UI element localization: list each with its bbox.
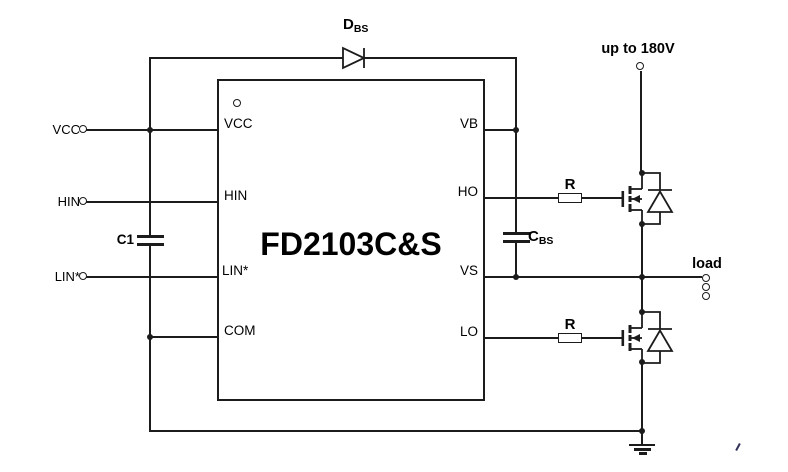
bootstrap-diode-label: DBS [343,17,368,37]
terminal-hv-supply [636,62,644,70]
stray-tick-mark [735,442,741,452]
terminal-label-vcc: VCC [52,122,80,137]
bootstrap-diode-prefix: D [343,16,354,33]
gate-resistor-high-label: R [564,176,576,193]
wire-resistor-to-gate-low [581,337,623,339]
bootstrap-cap-sub: BS [538,235,554,247]
bootstrap-cap-plate-top [503,232,530,235]
ic-pin-vcc: VCC [224,116,253,131]
wire-top-rail-right [363,57,517,59]
wire-ho-to-resistor [483,197,559,199]
junction-low-source [639,359,645,365]
terminal-label-hin: HIN [57,194,80,209]
ic-pin-com: COM [224,323,256,338]
junction-vs-output [639,274,645,280]
wire-bootstrap-vertical-upper [515,57,517,234]
wire-left-vertical-upper [149,129,151,236]
pin1-marker-icon [233,99,241,107]
terminal-lin [79,272,87,280]
ic-pin-vb: VB [459,116,478,131]
bootstrap-diode-icon [342,46,367,70]
wire-vb [483,129,516,131]
junction-vb [513,127,519,133]
input-cap-label: C1 [116,232,134,247]
input-cap-plate-top [137,235,164,238]
wire-lowside-source-vertical [641,361,643,431]
ic-pin-vs: VS [459,263,478,278]
terminal-load-1 [702,274,710,282]
bootstrap-cap-prefix: C [528,228,539,245]
mosfet-highside-icon [621,172,674,225]
bootstrap-cap-label: CBS [528,229,553,249]
wire-vs-to-load [483,276,702,278]
terminal-hin [79,197,87,205]
wire-top-rail-left [149,57,343,59]
junction-cbs-vs [513,274,519,280]
gate-resistor-low-label: R [564,316,576,333]
bootstrap-cap-plate-bottom [503,240,530,243]
ic-outline [217,79,485,401]
terminal-vcc [79,125,87,133]
terminal-load-3 [702,292,710,300]
load-label: load [692,256,722,272]
ground-icon [629,444,655,446]
junction-ground-rail [639,428,645,434]
junction-com [147,334,153,340]
wire-bootstrap-vertical-lower [515,241,517,278]
input-cap-plate-bottom [137,243,164,246]
ic-pin-ho: HO [457,184,478,199]
junction-vcc [147,127,153,133]
wire-lo-to-resistor [483,337,559,339]
wire-ground-stub [641,430,643,445]
ground-icon-bar3 [639,452,647,455]
wire-com [149,336,219,338]
junction-low-drain [639,309,645,315]
wire-top-rail-left-vertical [149,57,151,131]
gate-resistor-high [558,193,582,203]
terminal-label-lin: LIN* [54,269,80,284]
mosfet-lowside-icon [621,311,674,364]
ic-pin-lo: LO [459,324,478,339]
terminal-load-2 [702,283,710,291]
wire-bottom-rail [149,430,643,432]
gate-resistor-low [558,333,582,343]
junction-high-source [639,221,645,227]
ic-pin-hin: HIN [224,188,248,203]
wire-hin-input [83,201,219,203]
wire-halfbridge-mid-vertical [641,223,643,313]
wire-hv-supply-vertical [640,71,642,173]
junction-high-drain [639,170,645,176]
wire-lin-input [83,276,219,278]
bootstrap-diode-sub: BS [353,23,369,35]
ic-part-number: FD2103C&S [260,226,442,262]
ground-icon-bar2 [634,448,651,451]
ic-pin-lin: LIN* [222,263,249,278]
wire-resistor-to-gate-high [581,197,623,199]
hv-supply-label: up to 180V [601,41,675,57]
